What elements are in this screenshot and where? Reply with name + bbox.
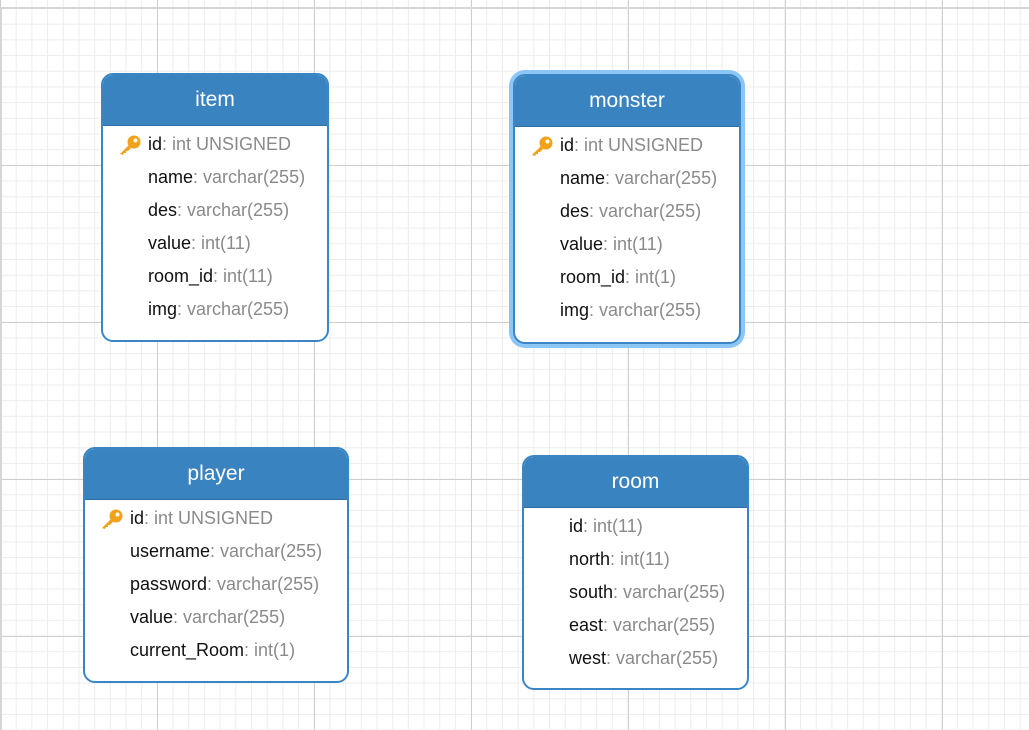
- field-name: name: [148, 167, 194, 187]
- field-row[interactable]: id: int UNSIGNED: [515, 129, 739, 162]
- field-type: : int(11): [610, 549, 670, 569]
- field-row[interactable]: room_id: int(1): [515, 261, 739, 294]
- field-type: : varchar(255): [606, 648, 719, 668]
- field-type: : int(1): [625, 267, 677, 287]
- table-monster[interactable]: monster id: int UNSIGNED name: varchar(2…: [513, 74, 741, 344]
- field-type: : varchar(255): [193, 167, 306, 187]
- field-list: id: int UNSIGNED name: varchar(255) des:…: [103, 126, 327, 326]
- field-type: : varchar(255): [177, 299, 290, 319]
- field-name: value: [148, 233, 192, 253]
- canvas-left-border: [0, 8, 2, 730]
- field-row[interactable]: value: int(11): [515, 228, 739, 261]
- field-type: : varchar(255): [589, 300, 702, 320]
- field-type: : int(1): [244, 640, 296, 660]
- field-row[interactable]: des: varchar(255): [103, 194, 327, 227]
- field-type: : int(11): [603, 234, 663, 254]
- field-row[interactable]: id: int(11): [524, 510, 747, 543]
- field-name: room_id: [148, 266, 214, 286]
- field-name: north: [569, 549, 611, 569]
- field-row[interactable]: current_Room: int(1): [85, 634, 347, 667]
- field-type: : varchar(255): [207, 574, 320, 594]
- field-name: id: [148, 134, 163, 154]
- field-type: : varchar(255): [173, 607, 286, 627]
- field-list: id: int UNSIGNED name: varchar(255) des:…: [515, 127, 739, 327]
- field-row[interactable]: north: int(11): [524, 543, 747, 576]
- field-name: name: [560, 168, 606, 188]
- table-room[interactable]: room id: int(11) north: int(11) south: v…: [522, 455, 749, 690]
- field-type: : varchar(255): [177, 200, 290, 220]
- field-name: img: [148, 299, 178, 319]
- field-row[interactable]: des: varchar(255): [515, 195, 739, 228]
- field-name: des: [148, 200, 178, 220]
- field-row[interactable]: name: varchar(255): [515, 162, 739, 195]
- field-row[interactable]: west: varchar(255): [524, 642, 747, 675]
- field-type: : int(11): [213, 266, 273, 286]
- field-type: : int(11): [583, 516, 643, 536]
- field-name: id: [560, 135, 575, 155]
- field-name: east: [569, 615, 604, 635]
- table-item[interactable]: item id: int UNSIGNED name: varchar(255)…: [101, 73, 329, 342]
- field-name: south: [569, 582, 614, 602]
- field-type: : varchar(255): [613, 582, 726, 602]
- field-row[interactable]: img: varchar(255): [103, 293, 327, 326]
- field-name: username: [130, 541, 211, 561]
- field-list: id: int UNSIGNED username: varchar(255) …: [85, 500, 347, 667]
- field-name: value: [560, 234, 604, 254]
- table-title[interactable]: item: [103, 75, 327, 126]
- field-type: : int UNSIGNED: [574, 135, 704, 155]
- table-title[interactable]: player: [85, 449, 347, 500]
- canvas-top-border: [0, 7, 1029, 9]
- field-type: : int UNSIGNED: [144, 508, 274, 528]
- field-type: : varchar(255): [603, 615, 716, 635]
- field-type: : varchar(255): [589, 201, 702, 221]
- field-row[interactable]: username: varchar(255): [85, 535, 347, 568]
- field-name: img: [560, 300, 590, 320]
- primary-key-icon: [102, 509, 123, 529]
- field-name: room_id: [560, 267, 626, 287]
- field-name: id: [569, 516, 584, 536]
- field-name: west: [569, 648, 607, 668]
- field-row[interactable]: name: varchar(255): [103, 161, 327, 194]
- field-row[interactable]: east: varchar(255): [524, 609, 747, 642]
- table-title[interactable]: room: [524, 457, 747, 508]
- table-title[interactable]: monster: [515, 76, 739, 127]
- table-player[interactable]: player id: int UNSIGNED username: varcha…: [83, 447, 349, 683]
- field-name: value: [130, 607, 174, 627]
- field-list: id: int(11) north: int(11) south: varcha…: [524, 508, 747, 675]
- field-row[interactable]: img: varchar(255): [515, 294, 739, 327]
- field-name: des: [560, 201, 590, 221]
- field-name: id: [130, 508, 145, 528]
- field-row[interactable]: south: varchar(255): [524, 576, 747, 609]
- primary-key-icon: [532, 136, 553, 156]
- field-row[interactable]: password: varchar(255): [85, 568, 347, 601]
- field-row[interactable]: value: int(11): [103, 227, 327, 260]
- field-row[interactable]: id: int UNSIGNED: [85, 502, 347, 535]
- primary-key-icon: [120, 135, 141, 155]
- field-name: password: [130, 574, 208, 594]
- field-row[interactable]: value: varchar(255): [85, 601, 347, 634]
- field-type: : int UNSIGNED: [162, 134, 292, 154]
- field-type: : varchar(255): [605, 168, 718, 188]
- field-row[interactable]: room_id: int(11): [103, 260, 327, 293]
- field-type: : varchar(255): [210, 541, 323, 561]
- field-type: : int(11): [191, 233, 251, 253]
- field-name: current_Room: [130, 640, 245, 660]
- field-row[interactable]: id: int UNSIGNED: [103, 128, 327, 161]
